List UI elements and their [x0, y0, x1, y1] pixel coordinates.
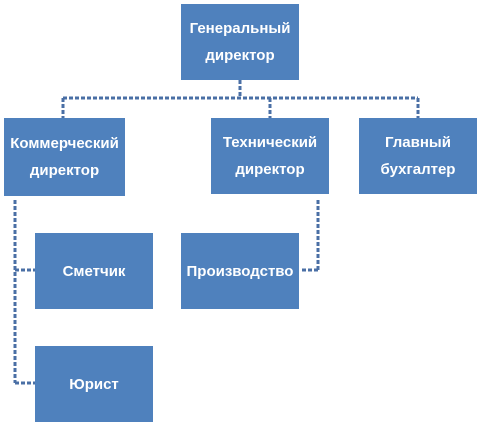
node-estimator: Сметчик — [35, 233, 153, 309]
node-chief-accountant: Главный бухгалтер — [359, 118, 477, 194]
node-production: Производство — [181, 233, 299, 309]
node-estimator-label: Сметчик — [62, 262, 126, 280]
node-ceo: Генеральный директор — [181, 4, 299, 80]
node-commercial-director-label: Коммерческий директор — [10, 135, 119, 179]
node-production-label: Производство — [186, 262, 294, 280]
node-lawyer: Юрист — [35, 346, 153, 422]
node-chief-accountant-label: Главный бухгалтер — [380, 134, 456, 178]
node-ceo-label: Генеральный директор — [189, 20, 291, 64]
node-technical-director-label: Технический директор — [222, 134, 318, 178]
node-lawyer-label: Юрист — [69, 375, 119, 393]
node-technical-director: Технический директор — [211, 118, 329, 194]
node-commercial-director: Коммерческий директор — [4, 118, 125, 196]
